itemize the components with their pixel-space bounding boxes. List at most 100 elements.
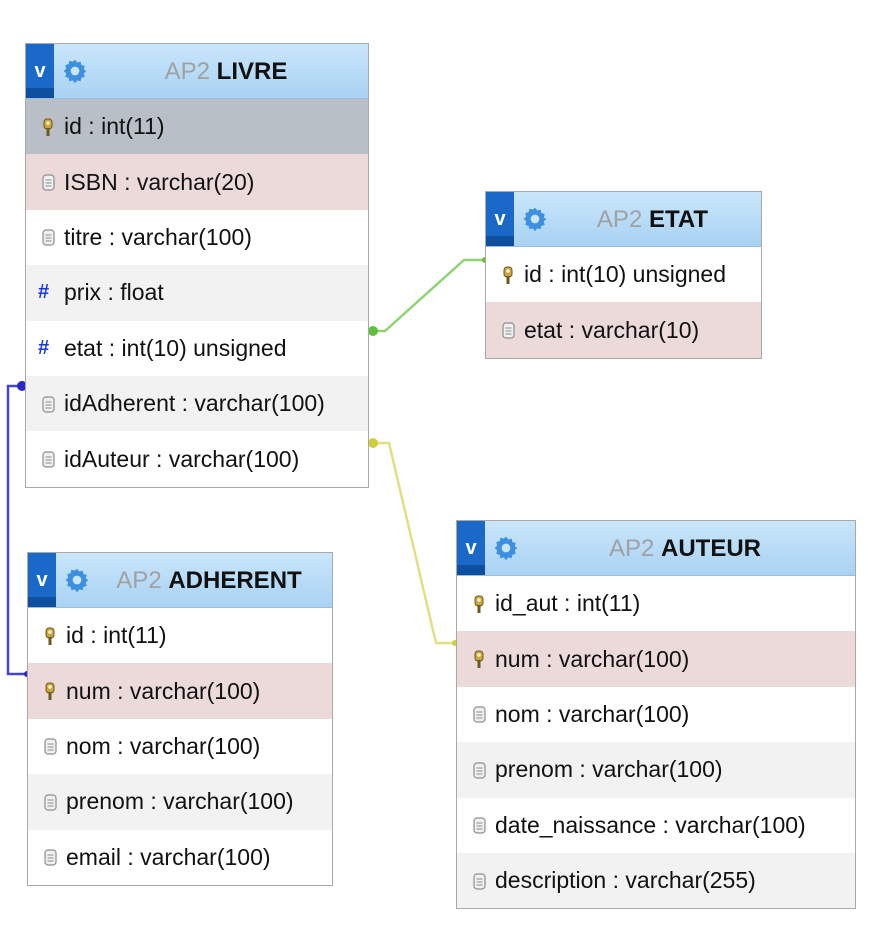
column-row-idadherent[interactable]: idAdherent : varchar(100) [26,375,368,432]
column-name: id_aut [495,590,558,617]
column-name: num [66,677,111,704]
column-icon [42,396,55,413]
table-header[interactable]: v AP2 LIVRE [26,44,368,99]
table-header[interactable]: v AP2 ADHERENT [28,553,332,608]
table-name: AUTEUR [661,535,762,562]
key-icon [474,595,484,613]
column-row-prenom[interactable]: prenom : varchar(100) [457,742,855,798]
column-type: varchar(100) [163,788,294,815]
column-icon [473,762,486,779]
key-icon [45,627,55,645]
gear-icon[interactable] [64,567,90,593]
column-name: etat [64,334,103,361]
column-name: date_naissance [495,811,657,838]
table-title: AP2 AUTEUR [519,521,851,575]
schema-name: AP2 [596,206,643,233]
column-row-date-naissance[interactable]: date_naissance : varchar(100) [457,798,855,853]
toggle-columns-button[interactable]: v [26,44,54,98]
column-row-nom[interactable]: nom : varchar(100) [28,719,332,774]
column-icon [44,794,57,811]
gear-icon[interactable] [522,206,548,232]
column-icon [502,322,515,339]
column-row-email[interactable]: email : varchar(100) [28,830,332,885]
table-header[interactable]: v AP2 AUTEUR [457,521,855,576]
table-livre[interactable]: v AP2 LIVRE id : int(11) ISBN : varchar(… [25,43,369,488]
table-name: ETAT [648,206,709,233]
relation-livre-auteur[interactable] [370,441,456,645]
gear-icon[interactable] [493,535,519,561]
key-icon [43,118,53,136]
column-icon [44,849,57,866]
column-name: prix [64,279,102,306]
column-row-etat[interactable]: # etat : int(10) unsigned [38,334,287,361]
column-type: varchar(100) [129,732,261,759]
column-type: varchar(100) [592,756,723,783]
toggle-label: v [36,569,48,591]
column-type: varchar(100) [558,700,690,727]
column-name: nom [66,732,111,759]
column-row-id[interactable]: id : int(11) [28,608,332,663]
toggle-columns-button[interactable]: v [486,192,514,246]
schema-name: AP2 [164,58,210,85]
column-icon [473,706,486,724]
table-header[interactable]: v AP2 ETAT [486,192,761,247]
column-name: idAdherent [64,390,176,417]
column-row-num[interactable]: num : varchar(100) [457,631,855,687]
toggle-label: v [34,60,46,82]
table-adherent[interactable]: v AP2 ADHERENT id : int(11) num : varcha… [27,552,333,886]
gear-icon[interactable] [62,58,88,84]
column-icon [473,873,486,890]
schema-name: AP2 [608,535,655,562]
numeric-icon: # [38,336,50,359]
column-row-idauteur[interactable]: idAuteur : varchar(100) [26,431,368,486]
toggle-label: v [494,208,506,230]
column-row-id[interactable]: id : int(11) [26,99,368,155]
column-name: prenom [66,788,144,815]
table-etat[interactable]: v AP2 ETAT id : int(10) unsigned etat : … [485,191,762,359]
column-row-isbn[interactable]: ISBN : varchar(20) [26,154,368,210]
column-icon [42,451,55,468]
column-name: id [64,113,82,140]
table-title: AP2 ADHERENT [90,553,328,607]
column-row-prenom[interactable]: prenom : varchar(100) [28,774,332,830]
table-name: LIVRE [216,58,288,85]
numeric-icon: # [38,281,50,304]
column-icon [42,174,55,191]
column-type: varchar(20) [136,168,255,195]
column-type: varchar(100) [140,843,271,870]
column-name: prenom [495,756,573,783]
column-row-description[interactable]: description : varchar(255) [457,852,855,909]
column-name: nom [495,700,540,727]
column-row-titre[interactable]: titre : varchar(100) [26,210,368,265]
toggle-columns-button[interactable]: v [457,521,485,575]
relation-livre-auteur-end [368,438,378,448]
column-row-num[interactable]: num : varchar(100) [28,663,332,719]
column-type: varchar(100) [129,677,261,704]
toggle-columns-button[interactable]: v [28,553,56,607]
table-name: ADHERENT [168,567,302,594]
column-row-id[interactable]: id : int(10) unsigned [486,247,761,302]
column-type: varchar(100) [558,645,690,672]
table-auteur[interactable]: v AP2 AUTEUR id_aut : int(11) num : varc… [456,520,856,910]
table-title: AP2 LIVRE [88,44,364,98]
column-name: num [495,645,540,672]
column-row-id-aut[interactable]: id_aut : int(11) [457,576,855,631]
column-type: int(10) unsigned [561,261,727,288]
column-name: idAuteur [64,445,150,472]
column-name: email [66,843,121,870]
relation-livre-etat-end [368,326,378,336]
relation-livre-etat[interactable] [370,258,487,333]
column-name: titre [64,223,103,250]
table-title: AP2 ETAT [548,192,757,246]
column-row-nom[interactable]: nom : varchar(100) [457,687,855,742]
column-row-etat[interactable]: etat : varchar(10) [486,302,761,358]
column-type: int(10) unsigned [121,334,287,361]
key-icon [503,266,513,284]
column-row-prix[interactable]: # prix : float [26,265,368,321]
column-icon [42,229,55,247]
column-name: id [524,261,542,288]
column-name: etat [524,316,563,343]
column-type: float [120,279,164,306]
column-type: int(11) [101,113,165,140]
column-type: int(11) [103,622,167,649]
